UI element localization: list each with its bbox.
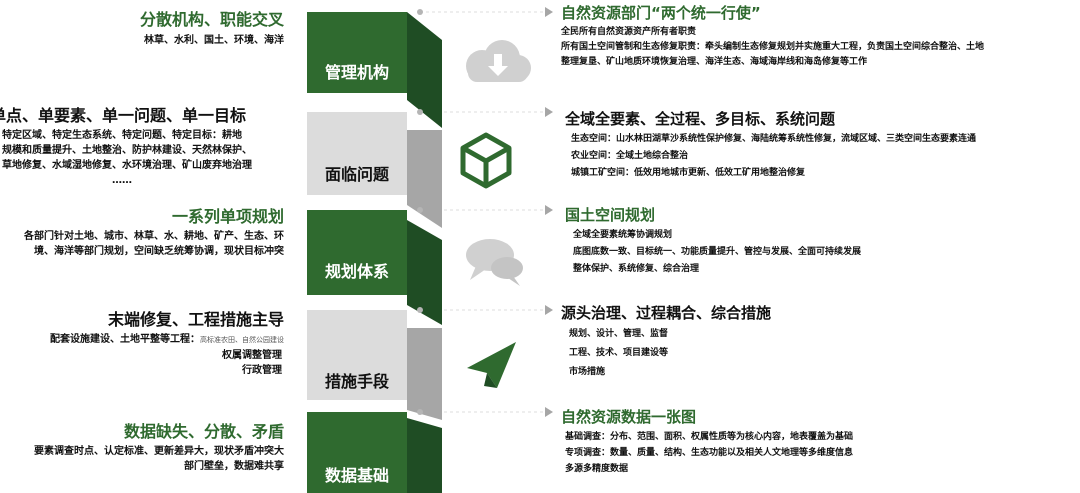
left-block-measure: 末端修复、工程措施主导 配套设施建设、土地平整等工程：高标准农田、自然公园建设 … [0,310,284,378]
right-title: 国土空间规划 [565,206,656,224]
right-line: 农业空间：全域土地综合整治 [571,151,689,161]
left-line: 规模和质量提升、土地整治、防护林建设、天然林保护、 [2,145,252,156]
band-label-manage: 管理机构 [307,54,407,88]
paper-plane-icon [467,342,516,388]
left-title: 末端修复、工程措施主导 [107,310,284,329]
left-line: 行政管理 [242,365,282,376]
left-line: 特定区域、特定生态系统、特定问题、特定目标：耕地 [2,130,242,141]
right-block-data: 自然资源数据一张图 基础调查：分布、范围、面积、权属性质等为核心内容，地表覆盖为… [561,408,1061,477]
cloud-download-icon [466,40,531,82]
band-label-problem: 面临问题 [307,156,407,190]
right-title: 自然资源部门“两个统一行使” [561,4,761,22]
band-manage-side [407,12,442,128]
right-line: 规划、设计、管理、监督 [569,329,669,339]
band-plan-side [407,220,442,325]
left-block-data: 数据缺失、分散、矛盾 要素调查时点、认定标准、更新差异大，现状矛盾冲突大 部门壁… [0,422,284,474]
left-block-problem: 单点、单要素、单一问题、单一目标 特定区域、特定生态系统、特定问题、特定目标：耕… [0,106,284,188]
band-manage-front [307,12,407,93]
band-data-side [407,418,442,493]
band-label-text: 面临问题 [324,165,389,184]
right-line: 整体保护、系统修复、综合治理 [573,264,700,274]
left-title: 一系列单项规划 [171,207,284,226]
left-title: 数据缺失、分散、矛盾 [123,422,284,441]
left-line-note: 高标准农田、自然公园建设 [200,336,284,344]
right-line: 生态空间：山水林田湖草沙系统性保护修复、海陆统筹系统性修复，流域区域、三类空间生… [571,134,977,144]
left-block-manage: 分散机构、职能交叉 林草、水利、国土、环境、海洋 [4,10,284,48]
left-line: 境、海洋等部门规划，空间缺乏统筹协调，现状目标冲突 [34,246,284,257]
band-problem-side [407,130,442,228]
band-label-measure: 措施手段 [307,363,407,397]
right-block-manage: 自然资源部门“两个统一行使” 全民所有自然资源资产所有者职责 所有国土空间管制和… [561,4,1076,70]
band-data-front [307,412,407,493]
right-title: 自然资源数据一张图 [561,408,697,426]
arrow-markers [545,7,553,417]
right-line: 全民所有自然资源资产所有者职责 [561,27,697,37]
chat-bubbles-icon [466,239,523,286]
left-line: 部门壁垒，数据难共享 [184,461,284,472]
left-block-plan: 一系列单项规划 各部门针对土地、城市、林草、水、耕地、矿产、生态、环 境、海洋等… [0,207,284,259]
right-block-plan: 国土空间规划 全域全要素统筹协调规划 底图底数一致、目标统一、功能质量提升、管控… [565,206,1065,278]
band-measure-front [307,310,407,400]
left-line: 权属调整管理 [222,350,282,361]
band-problem-front [307,112,407,195]
right-line: 城镇工矿空间：低效用地城市更新、低效工矿用地整治修复 [571,168,806,178]
right-line: 市场措施 [569,367,606,377]
right-line: 专项调查：数量、质量、结构、生态功能以及相关人文地理等多维度信息 [565,448,854,458]
right-title: 源头治理、过程耦合、综合措施 [561,304,772,322]
right-line: 所有国土空间管制和生态修复职责：牵头编制生态修复规划并实施重大工程，负责国土空间… [561,42,985,52]
left-title: 单点、单要素、单一问题、单一目标 [0,106,247,125]
right-line: 多源多精度数据 [565,464,629,474]
right-line: 整理复垦、矿山地质环境恢复治理、海洋生态、海域海岸线和海岛修复等工作 [561,57,868,67]
right-line: 全域全要素统筹协调规划 [573,230,673,240]
band-label-data: 数据基础 [307,459,407,489]
band-label-text: 规划体系 [324,262,389,281]
band-measure-side [407,328,442,420]
right-title: 全域全要素、全过程、多目标、系统问题 [565,110,836,128]
band-label-text: 管理机构 [324,63,389,82]
band-label-text: 数据基础 [324,466,389,485]
left-line: 要素调查时点、认定标准、更新差异大，现状矛盾冲突大 [34,446,284,457]
band-label-plan: 规划体系 [307,253,407,287]
right-line: 基础调查：分布、范围、面积、权属性质等为核心内容，地表覆盖为基础 [565,432,854,442]
right-block-measure: 源头治理、过程耦合、综合措施 规划、设计、管理、监督 工程、技术、项目建设等 市… [561,304,1061,382]
left-line: 草地修复、水域湿地修复、水环境治理、矿山废弃地治理 [2,160,252,171]
left-line: 配套设施建设、土地平整等工程：高标准农田、自然公园建设 [0,332,284,348]
left-line-main: 配套设施建设、土地平整等工程： [50,334,200,345]
left-title: 分散机构、职能交叉 [139,10,284,29]
right-block-problem: 全域全要素、全过程、多目标、系统问题 生态空间：山水林田湖草沙系统性保护修复、海… [565,110,1075,182]
band-plan-front [307,210,407,295]
left-line: 林草、水利、国土、环境、海洋 [144,35,284,46]
band-label-text: 措施手段 [324,372,389,391]
left-line: …… [112,175,132,186]
cube-icon [460,132,512,189]
right-line: 底图底数一致、目标统一、功能质量提升、管控与发展、全面可持续发展 [573,247,862,257]
right-line: 工程、技术、项目建设等 [569,348,669,358]
connector-dots [417,9,423,415]
left-line: 各部门针对土地、城市、林草、水、耕地、矿产、生态、环 [24,231,284,242]
